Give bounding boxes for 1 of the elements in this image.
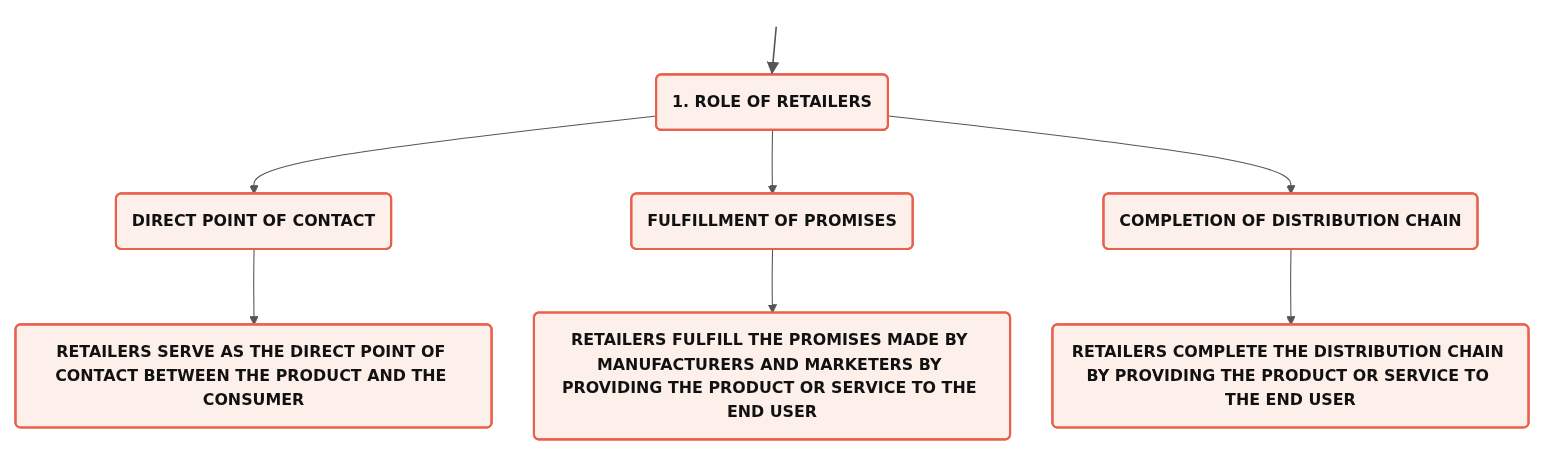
arrow bbox=[766, 26, 780, 75]
